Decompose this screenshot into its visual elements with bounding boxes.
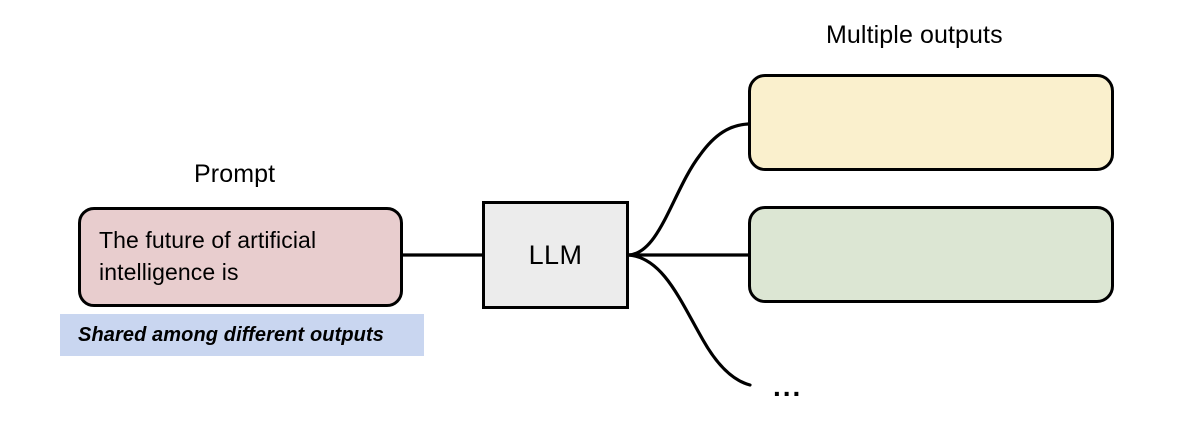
shared-annotation-band: Shared among different outputs [60,314,424,356]
edge-llm-to-more-outputs [627,253,752,387]
shared-annotation-text: Shared among different outputs [78,323,384,346]
prompt-caption: Prompt [194,160,276,188]
prompt-node[interactable]: The future of artificial intelligence is [78,207,403,307]
edge-llm-to-output-1 [627,122,750,257]
llm-node-label: LLM [528,239,583,270]
llm-node[interactable]: LLM [482,201,629,309]
multiple-outputs-caption: Multiple outputs [826,21,1003,49]
output-node-1[interactable] [748,74,1114,171]
output-node-2[interactable] [748,206,1114,303]
more-outputs-ellipsis: ... [773,371,803,402]
prompt-node-text: The future of artificial intelligence is [99,227,317,285]
